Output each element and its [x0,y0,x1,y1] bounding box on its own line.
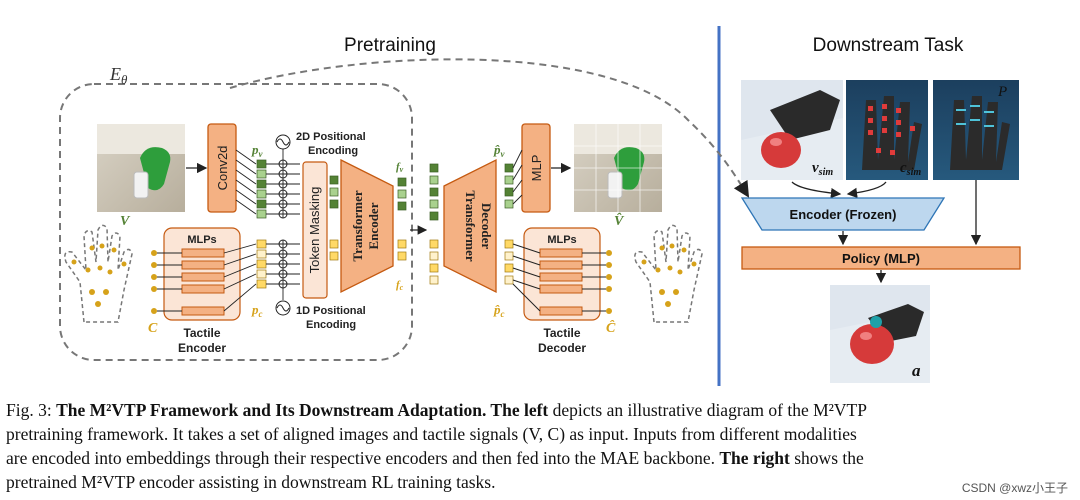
caption-prefix: Fig. 3: [6,400,57,420]
framework-figure: Pretraining Downstream Task Eθ V Conv2d … [59,26,1021,386]
figure-caption: Fig. 3: The M²VTP Framework and Its Down… [6,398,1074,494]
caption-bold-title: The M²VTP Framework and Its Downstream A… [56,400,549,420]
caption-line-3-b: shows the [789,448,864,468]
token-masking-block [302,161,328,299]
caption-line-4: pretrained M²VTP encoder assisting in do… [6,472,496,492]
mlp-block [521,123,551,213]
tactile-encoder-label-2: Encoder [178,341,226,355]
transformer-decoder-label-2: Decoder [479,203,494,249]
tactile-token-column [256,239,267,289]
symbol-pc: pc [251,302,263,319]
mlps-label-dec: MLPs [547,234,576,246]
tactile-dots-output [641,243,697,307]
encoder-frozen-label: Encoder (Frozen) [790,207,897,222]
conv2d-block [207,123,237,213]
pe-2d-label-1: 2D Positional [296,131,366,143]
symbol-vsim: vsim [812,160,833,178]
encoder-frozen-block [740,197,946,231]
symbol-c: C [148,321,158,336]
transformer-encoder-label-1: Transformer [350,190,365,261]
symbol-pv: pv [251,142,264,159]
caption-line-1: Fig. 3: The M²VTP Framework and Its Down… [6,398,1074,422]
caption-line-1-rest: depicts an illustrative diagram of the M… [548,400,867,420]
symbol-a: a [912,361,921,380]
decoded-token-column [504,163,514,285]
caption-line-2: pretraining framework. It takes a set of… [6,424,857,444]
caption-bold-right: The right [719,448,790,468]
pe-1d-icon [275,300,291,316]
symbol-v-hat: V̂ [614,212,625,229]
tactile-dots-input [71,243,127,307]
downstream-title: Downstream Task [813,35,964,56]
tactile-decoder-label-1: Tactile [543,326,580,340]
pretraining-title: Pretraining [344,35,436,56]
transformer-encoder-label-2: Encoder [366,202,381,249]
sim-image-c [846,80,928,180]
encoded-feature-column [397,177,407,261]
tactile-hand-output [634,224,703,323]
policy-block [741,246,1021,270]
sim-image-p [933,80,1019,180]
transformer-decoder-block [443,158,497,294]
symbol-pv-hat: p̂v [493,142,506,159]
watermark: CSDN @xwz小王子 [961,481,1068,495]
symbol-p: P [997,84,1007,100]
input-image [97,124,185,212]
symbol-csim: csim [900,160,921,178]
policy-label: Policy (MLP) [842,251,920,266]
token-masking-label: Token Masking [307,187,322,274]
pe-1d-label-2: Encoding [306,319,356,331]
reconstructed-image [574,124,662,212]
encoder-symbol: Eθ [109,64,128,87]
symbol-fv: fv [396,161,404,174]
full-token-column [429,163,439,285]
symbol-pc-hat: p̂c [493,302,505,319]
visual-token-column [256,159,267,219]
sim-image-v [741,80,843,180]
mlps-label-enc: MLPs [187,234,216,246]
pe-1d-label-1: 1D Positional [296,305,366,317]
caption-line-3: are encoded into embeddings through thei… [6,446,1074,470]
symbol-c-hat: Ĉ [606,319,616,336]
transformer-encoder-block [340,158,394,294]
mlp-label: MLP [529,155,544,182]
symbol-fc: fc [396,279,404,292]
transformer-decoder-label-1: Transformer [463,190,478,261]
tactile-encoder-label-1: Tactile [183,326,220,340]
symbol-v: V [120,214,131,229]
action-image [830,285,930,383]
masked-token-column [329,175,339,261]
conv2d-label: Conv2d [215,146,230,191]
caption-line-3-a: are encoded into embeddings through thei… [6,448,720,468]
tactile-decoder-label-2: Decoder [538,341,586,355]
pe-2d-label-2: Encoding [308,145,358,157]
tactile-hand-input [64,224,133,323]
pe-2d-icon [275,134,291,150]
